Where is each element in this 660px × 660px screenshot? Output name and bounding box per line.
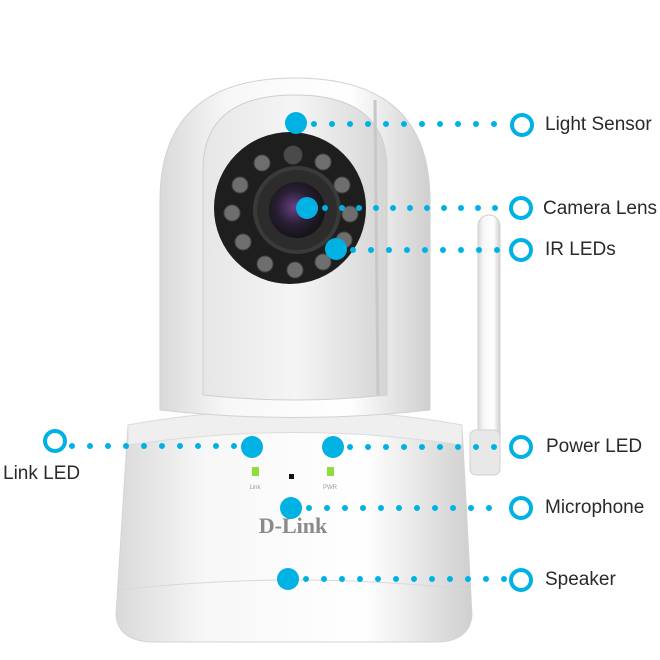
label-power-led: Power LED (546, 436, 643, 457)
callout-link-led (43, 429, 263, 458)
callout-ir-leds (325, 238, 533, 262)
callout-dot (280, 497, 302, 519)
label-link-led: Link LED (3, 463, 81, 484)
callout-ring-icon (509, 196, 533, 220)
reset-hole (289, 474, 294, 479)
link-led (252, 467, 259, 476)
camera-base (115, 409, 473, 643)
callout-dot (325, 238, 347, 260)
callout-dot (296, 197, 318, 219)
callout-speaker (277, 568, 533, 592)
label-ir-leds: IR LEDs (545, 239, 616, 260)
callout-ring-icon (43, 429, 67, 453)
label-microphone: Microphone (545, 497, 645, 518)
label-speaker: Speaker (545, 569, 616, 590)
callout-microphone (280, 496, 533, 520)
antenna (469, 214, 501, 476)
callout-dot (322, 436, 344, 458)
callout-ring-icon (510, 113, 534, 137)
pwr-print: PWR (323, 485, 338, 491)
callout-camera-lens (296, 196, 533, 220)
callout-light-sensor (285, 112, 534, 137)
ir-leds (223, 145, 359, 279)
callout-dot (277, 568, 299, 590)
callout-ring-icon (509, 435, 533, 459)
callout-dot (285, 112, 307, 134)
power-led (327, 467, 334, 476)
callout-ring-icon (509, 568, 533, 592)
callout-ring-icon (509, 496, 533, 520)
label-light-sensor: Light Sensor (545, 114, 652, 135)
callout-ring-icon (509, 238, 533, 262)
label-camera-lens: Camera Lens (543, 198, 658, 219)
callout-dot (241, 436, 263, 458)
link-print: Link (249, 485, 261, 491)
callout-power-led (322, 435, 533, 459)
